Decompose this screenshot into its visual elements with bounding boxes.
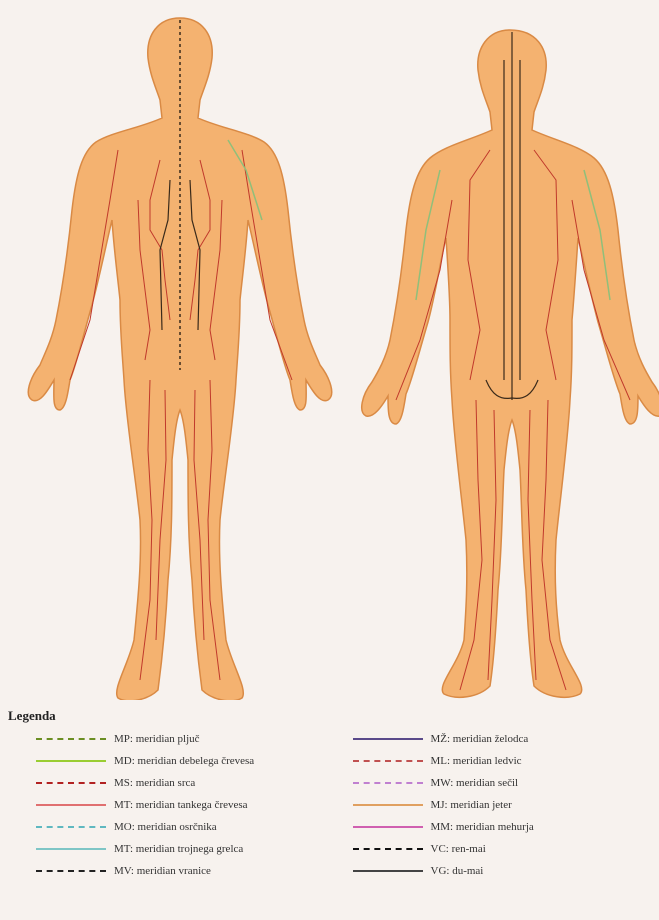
legend: Legenda MP: meridian pljučMD: meridian d…	[8, 708, 653, 914]
dashed-line-icon	[353, 760, 423, 762]
legend-label: MO: meridian osrčnika	[114, 821, 217, 833]
dashed-line-icon	[36, 782, 106, 784]
legend-label: MT: meridian trojnega grelca	[114, 843, 243, 855]
legend-title: Legenda	[8, 708, 653, 724]
legend-label: ML: meridian ledvic	[431, 755, 522, 767]
legend-item: VC: ren-mai	[353, 838, 654, 860]
dashed-line-icon	[353, 848, 423, 850]
legend-item: MW: meridian sečil	[353, 772, 654, 794]
legend-label: MJ: meridian jeter	[431, 799, 512, 811]
dashed-line-icon	[353, 782, 423, 784]
legend-label: MM: meridian mehurja	[431, 821, 534, 833]
legend-item: MT: meridian tankega črevesa	[8, 794, 331, 816]
body-figures	[0, 0, 659, 700]
legend-column-right: MŽ: meridian želodcaML: meridian ledvicM…	[331, 728, 654, 882]
legend-item: MM: meridian mehurja	[353, 816, 654, 838]
legend-item: MO: meridian osrčnika	[8, 816, 331, 838]
legend-item: MŽ: meridian želodca	[353, 728, 654, 750]
legend-item: MP: meridian pljuč	[8, 728, 331, 750]
legend-label: MS: meridian srca	[114, 777, 195, 789]
solid-line-icon	[353, 870, 423, 872]
legend-label: MD: meridian debelega črevesa	[114, 755, 254, 767]
solid-line-icon	[36, 760, 106, 762]
legend-item: MD: meridian debelega črevesa	[8, 750, 331, 772]
dashed-line-icon	[36, 826, 106, 828]
legend-item: ML: meridian ledvic	[353, 750, 654, 772]
legend-label: MT: meridian tankega črevesa	[114, 799, 248, 811]
legend-item: MT: meridian trojnega grelca	[8, 838, 331, 860]
legend-label: MV: meridian vranice	[114, 865, 211, 877]
back-body-figure	[362, 30, 659, 697]
legend-label: MŽ: meridian želodca	[431, 733, 529, 745]
legend-label: VG: du-mai	[431, 865, 484, 877]
dashed-line-icon	[36, 870, 106, 872]
solid-line-icon	[353, 826, 423, 828]
legend-item: MJ: meridian jeter	[353, 794, 654, 816]
front-body-figure	[28, 18, 331, 700]
dashed-line-icon	[36, 738, 106, 740]
solid-line-icon	[36, 804, 106, 806]
legend-item: VG: du-mai	[353, 860, 654, 882]
legend-label: VC: ren-mai	[431, 843, 486, 855]
legend-item: MS: meridian srca	[8, 772, 331, 794]
legend-label: MW: meridian sečil	[431, 777, 519, 789]
legend-column-left: MP: meridian pljučMD: meridian debelega …	[8, 728, 331, 882]
legend-label: MP: meridian pljuč	[114, 733, 200, 745]
solid-line-icon	[353, 804, 423, 806]
solid-line-icon	[353, 738, 423, 740]
legend-item: MV: meridian vranice	[8, 860, 331, 882]
solid-line-icon	[36, 848, 106, 850]
